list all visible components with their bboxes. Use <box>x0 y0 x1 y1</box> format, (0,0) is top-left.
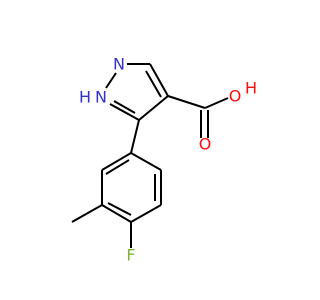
atom-h-acid: H <box>245 79 257 98</box>
bond-c3-n2-inner <box>113 100 136 114</box>
bond-c5-c4-inner <box>145 70 162 98</box>
atom-n-nh: N <box>95 88 107 107</box>
atom-f: F <box>126 246 135 265</box>
atom-h-nh: H <box>79 88 91 107</box>
bond-ccooh-oh <box>204 97 229 109</box>
bond-c4p-c5p <box>130 204 162 223</box>
bond-c1p-c2p-inner <box>105 159 130 175</box>
bond-c4-ccooh <box>167 95 206 109</box>
bond-c4-c3 <box>138 95 169 121</box>
bond-n1-n2 <box>105 72 117 89</box>
atom-n-top: N <box>113 55 125 74</box>
atom-o-carbonyl: O <box>199 135 212 154</box>
bond-c3-c1p <box>130 119 140 154</box>
bond-c3p-c4p <box>101 204 132 223</box>
bond-c3p-c4p-inner <box>107 202 132 216</box>
bond-c1p-c2p <box>101 152 132 171</box>
molecule-structure-diagram: N H N O H O F <box>71 55 257 265</box>
bond-c3p-methyl <box>71 204 103 223</box>
bond-c6p-c1p <box>130 152 162 171</box>
atom-o-acid: O <box>229 87 242 106</box>
bond-c5-c4-outer <box>149 63 169 97</box>
bond-c3-n2-outer <box>109 103 140 121</box>
